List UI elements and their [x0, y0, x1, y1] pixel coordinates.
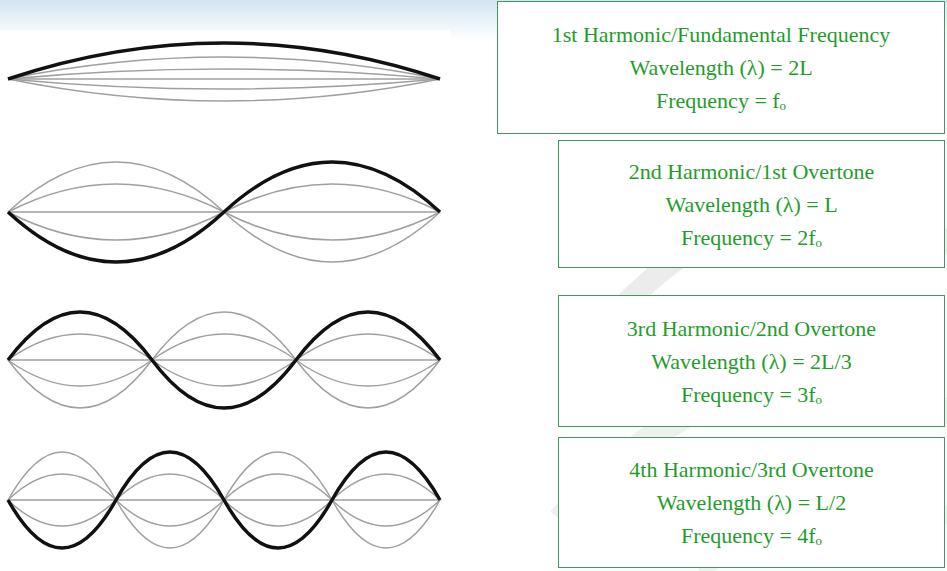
harmonic-info-box: 3rd Harmonic/2nd OvertoneWavelength (λ) …: [558, 295, 945, 427]
harmonic-formula: Frequency = 2fₒ: [681, 221, 822, 254]
harmonic-heading: 4th Harmonic/3rd Overtone: [629, 453, 873, 486]
harmonic-formula: Frequency = 3fₒ: [681, 378, 822, 411]
mode-2-wave: [8, 162, 440, 262]
harmonic-formula: Frequency = 4fₒ: [681, 519, 822, 552]
harmonic-formula: Wavelength (λ) = 2L/3: [651, 345, 851, 378]
harmonic-heading: 3rd Harmonic/2nd Overtone: [627, 312, 876, 345]
harmonic-formula: Wavelength (λ) = 2L: [629, 51, 812, 84]
mode-3-wave: [8, 312, 440, 408]
mode-4-wave: [8, 452, 440, 548]
harmonic-heading: 1st Harmonic/Fundamental Frequency: [552, 18, 890, 51]
harmonic-formula: Wavelength (λ) = L: [665, 188, 837, 221]
harmonic-info-box: 2nd Harmonic/1st OvertoneWavelength (λ) …: [558, 140, 945, 268]
mode-1-wave: [8, 43, 440, 101]
harmonic-info-box: 4th Harmonic/3rd OvertoneWavelength (λ) …: [558, 437, 945, 568]
harmonic-info-box: 1st Harmonic/Fundamental FrequencyWavele…: [497, 1, 945, 134]
illustration-panel: [0, 30, 450, 571]
harmonic-heading: 2nd Harmonic/1st Overtone: [629, 155, 875, 188]
harmonic-formula: Wavelength (λ) = L/2: [657, 486, 846, 519]
harmonic-formula: Frequency = fₒ: [656, 84, 786, 117]
